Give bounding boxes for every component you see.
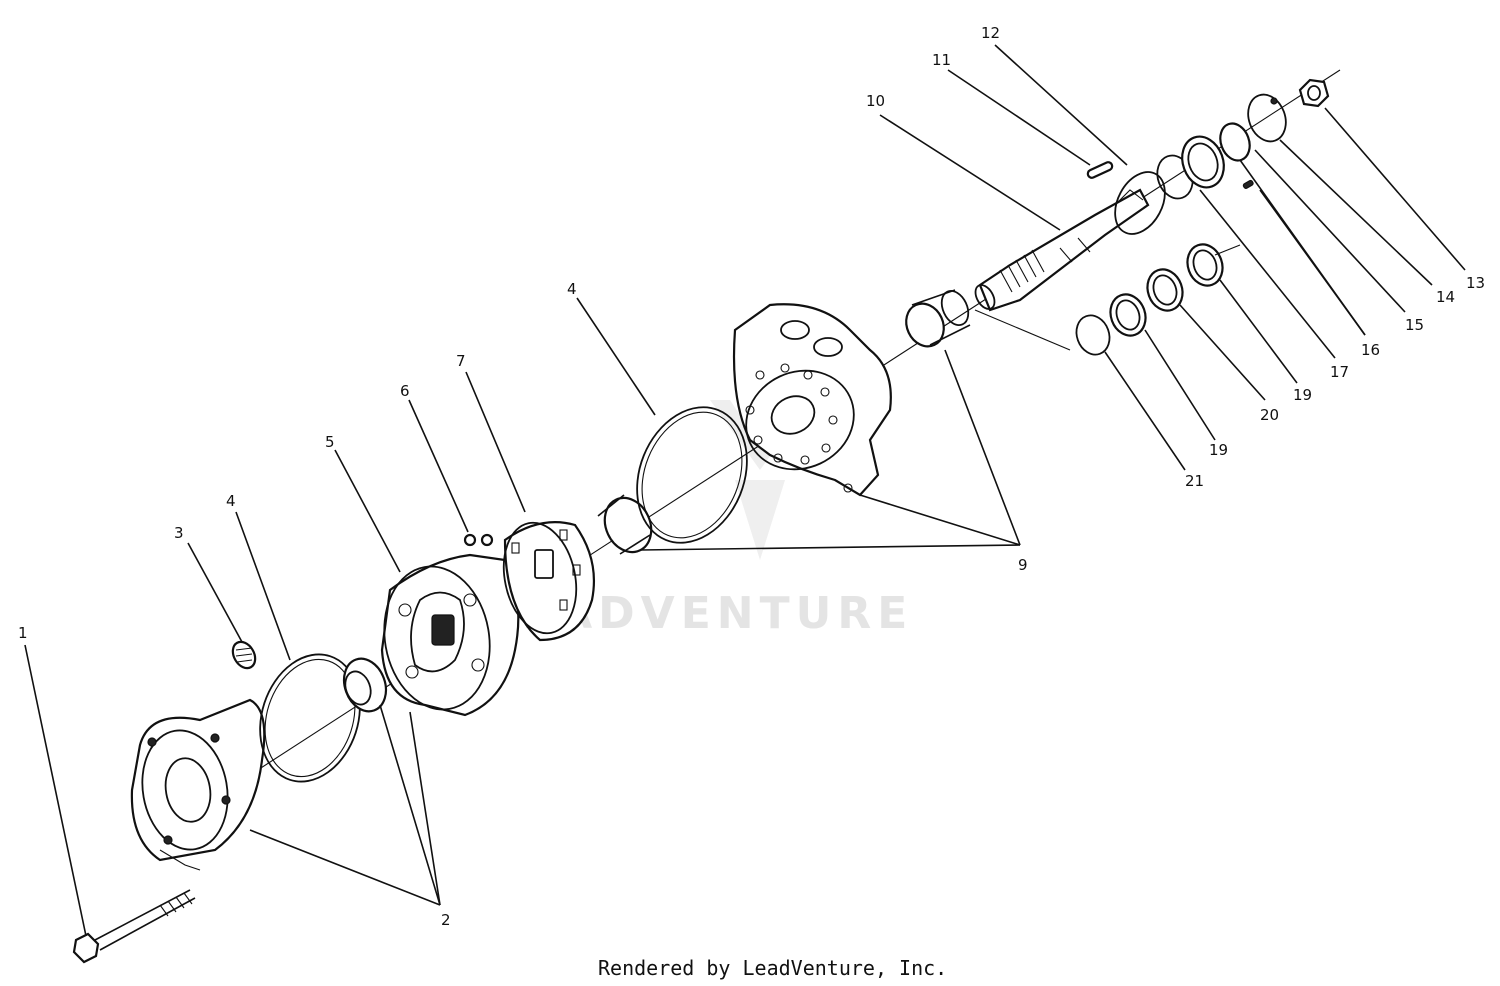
label-6: 6 — [400, 382, 410, 400]
label-15: 15 — [1405, 316, 1424, 334]
label-13: 13 — [1466, 274, 1485, 292]
label-19-lower: 19 — [1209, 441, 1228, 459]
part-needle-bearing-right — [905, 289, 971, 348]
label-5: 5 — [325, 433, 335, 451]
part-bolt — [72, 889, 196, 964]
label-16: 16 — [1361, 341, 1380, 359]
label-4-middle: 4 — [567, 280, 577, 298]
part-ball-a — [463, 533, 477, 547]
part-end-cap — [130, 698, 266, 871]
part-o-ring-left — [259, 653, 361, 783]
leader-lines — [24, 44, 1466, 937]
credit-text: Rendered by LeadVenture, Inc. — [598, 956, 947, 980]
label-19-upper: 19 — [1293, 386, 1312, 404]
label-2: 2 — [441, 911, 451, 929]
label-9: 9 — [1018, 556, 1028, 574]
part-ball-b — [480, 533, 494, 547]
part-main-housing — [732, 303, 892, 497]
part-nut — [1298, 78, 1330, 108]
part-shaft — [974, 188, 1150, 312]
part-o-ring-middle — [636, 406, 748, 544]
part-key — [1086, 161, 1114, 179]
label-3: 3 — [174, 524, 184, 542]
part-seal-stack — [1156, 93, 1287, 200]
label-7: 7 — [456, 352, 466, 370]
label-14: 14 — [1436, 288, 1455, 306]
part-gerotor — [380, 553, 520, 717]
label-21: 21 — [1185, 472, 1204, 490]
part-needle-bearing-left — [342, 657, 388, 713]
label-11: 11 — [932, 51, 951, 69]
label-17: 17 — [1330, 363, 1349, 381]
label-1: 1 — [18, 624, 28, 642]
part-snap-ring-12 — [1114, 171, 1166, 235]
part-fitting — [231, 640, 257, 670]
part-washer-stack — [974, 243, 1241, 356]
label-4-left: 4 — [226, 492, 236, 510]
label-12: 12 — [981, 24, 1000, 42]
callout-labels: 1 2 3 4 4 5 6 7 9 10 11 12 13 14 15 16 1… — [18, 24, 1485, 929]
part-pin-16 — [1242, 179, 1254, 189]
label-10: 10 — [866, 92, 885, 110]
part-valve-plate — [502, 521, 595, 642]
label-20: 20 — [1260, 406, 1279, 424]
